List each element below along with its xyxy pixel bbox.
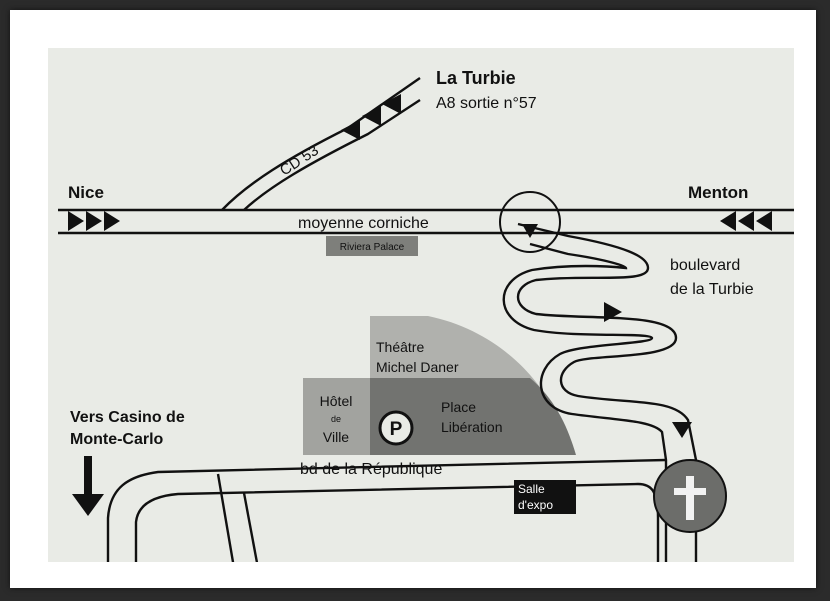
nice-arrows	[68, 211, 120, 231]
theatre-label-line2: Michel Daner	[376, 359, 459, 375]
bd-republique-label: bd de la République	[300, 461, 442, 478]
salle-expo-line2: d'expo	[518, 498, 553, 512]
side-road-2	[242, 492, 259, 562]
descent-arrow-icon	[672, 422, 692, 438]
casino-arrow-icon	[72, 456, 104, 516]
cross-icon	[674, 476, 706, 520]
hotel-label-line3: Ville	[323, 429, 349, 445]
parking-label: P	[390, 419, 403, 440]
place-label-line1: Place	[441, 399, 476, 415]
boulevard-de-la-turbie-road-inner	[502, 242, 668, 562]
menton-arrows	[720, 211, 772, 231]
theatre-label-line1: Théâtre	[376, 339, 424, 355]
boulevard-label-line2: de la Turbie	[670, 281, 754, 298]
map-card: Riviera Palace Salle d'expo P La Turbie …	[48, 48, 794, 562]
boulevard-de-la-turbie-road	[517, 222, 698, 562]
place-liberation-zone	[370, 378, 576, 455]
salle-expo-line1: Salle	[518, 482, 545, 496]
turbie-arrows	[341, 94, 401, 140]
salle-expo-box	[514, 480, 576, 514]
menton-label: Menton	[688, 183, 748, 202]
hotel-label-line1: Hôtel	[320, 393, 353, 409]
casino-label-line1: Vers Casino de	[70, 409, 185, 426]
la-turbie-title: La Turbie	[436, 68, 516, 88]
photo-frame: Riviera Palace Salle d'expo P La Turbie …	[10, 10, 816, 588]
hotel-de-ville-zone	[303, 378, 370, 455]
riviera-palace-label: Riviera Palace	[340, 242, 405, 253]
casino-label-line2: Monte-Carlo	[70, 431, 164, 448]
parking-icon: P	[378, 410, 414, 446]
side-road	[216, 473, 235, 562]
riviera-palace-box	[326, 236, 418, 256]
moyenne-corniche-label: moyenne corniche	[298, 215, 429, 232]
cd53-road	[221, 77, 421, 211]
junction-arrow-icon	[522, 224, 538, 238]
boulevard-arrow-icon	[604, 302, 622, 322]
place-label-line2: Libération	[441, 419, 503, 435]
a8-exit-label: A8 sortie n°57	[436, 95, 537, 112]
church	[653, 459, 727, 533]
map-canvas: Riviera Palace Salle d'expo P La Turbie …	[58, 68, 794, 562]
hotel-label-line2: de	[331, 414, 341, 424]
boulevard-label-line1: boulevard	[670, 257, 740, 274]
junction-circle	[499, 191, 561, 253]
nice-label: Nice	[68, 183, 104, 202]
